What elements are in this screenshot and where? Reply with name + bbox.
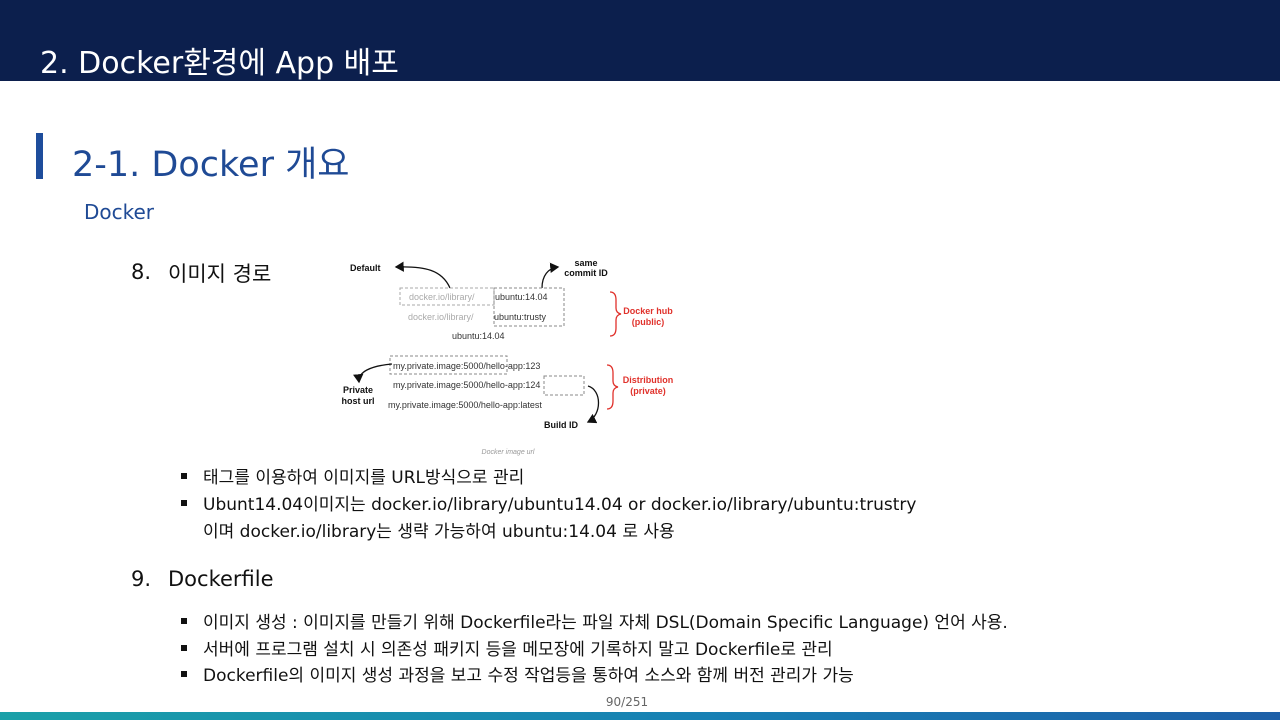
item-8-bullet-2: Ubunt14.04이미지는 docker.io/library/ubuntu1… [181, 490, 916, 515]
build-id-label: Build ID [544, 420, 578, 430]
item-9-bullet-3: Dockerfile의 이미지 생성 과정을 보고 수정 작업등을 통하여 소스… [181, 661, 854, 686]
diagram-caption: Docker image url [482, 449, 535, 456]
docker-hub-label-1: Docker hub [623, 306, 673, 316]
item-9-title: Dockerfile [168, 567, 274, 591]
bullet-icon [181, 644, 187, 651]
section-marker [36, 133, 43, 179]
line3: ubuntu:14.04 [452, 331, 505, 341]
bullet-text: 서버에 프로그램 설치 시 의존성 패키지 등을 메모장에 기록하지 말고 Do… [203, 640, 833, 660]
line1-prefix: docker.io/library/ [409, 292, 475, 302]
private-host-label-1: Private [343, 385, 373, 395]
build-id-box [543, 375, 585, 396]
line2-name: ubuntu:trusty [494, 312, 547, 322]
default-arrow [394, 261, 451, 289]
item-8-bullet-1: 태그를 이용하여 이미지를 URL방식으로 관리 [181, 463, 524, 488]
item-8-title: 이미지 경로 [168, 262, 272, 286]
page-number: 90/251 [605, 695, 649, 709]
line5: my.private.image:5000/hello-app:124 [393, 380, 540, 390]
private-host-label-2: host url [342, 396, 375, 406]
item-9-bullet-1: 이미지 생성 : 이미지를 만들기 위해 Dockerfile라는 파일 자체 … [181, 608, 1008, 633]
distribution-brace [606, 364, 619, 410]
line1-name: ubuntu:14.04 [495, 292, 548, 302]
bullet-icon [181, 670, 187, 677]
docker-hub-label-2: (public) [632, 317, 665, 327]
item-8-number: 8. [131, 260, 152, 284]
slide-title: 2. Docker환경에 App 배포 [40, 46, 399, 81]
docker-image-url-diagram: Default same commit ID docker.io/library… [342, 258, 674, 456]
same-commit-label-2: commit ID [564, 268, 608, 278]
bullet-text: Ubunt14.04이미지는 docker.io/library/ubuntu1… [203, 495, 917, 515]
same-commit-arrow [541, 262, 560, 289]
line2-prefix: docker.io/library/ [408, 312, 474, 322]
section-title: 2-1. Docker 개요 [72, 145, 350, 185]
same-commit-label-1: same [574, 258, 597, 268]
bullet-text: 이미지 생성 : 이미지를 만들기 위해 Dockerfile라는 파일 자체 … [203, 613, 1008, 633]
distribution-label-1: Distribution [623, 375, 674, 385]
bullet-text: 태그를 이용하여 이미지를 URL방식으로 관리 [203, 468, 525, 488]
bullet-icon [181, 617, 187, 624]
bullet-text: Dockerfile의 이미지 생성 과정을 보고 수정 작업등을 통하여 소스… [203, 666, 854, 686]
line6: my.private.image:5000/hello-app:latest [388, 400, 542, 410]
line4: my.private.image:5000/hello-app:123 [393, 361, 540, 371]
private-host-arrow [353, 363, 393, 384]
default-label: Default [350, 263, 381, 273]
same-commit-box [493, 287, 565, 327]
docker-hub-brace [609, 291, 622, 337]
item-9-bullet-2: 서버에 프로그램 설치 시 의존성 패키지 등을 메모장에 기록하지 말고 Do… [181, 635, 833, 660]
item-9-number: 9. [131, 567, 152, 591]
private-host-box [389, 355, 508, 375]
header-bar: 2. Docker환경에 App 배포 [0, 0, 1280, 81]
bullet-icon [181, 472, 187, 479]
item-8-bullet-2-continuation: 이며 docker.io/library는 생략 가능하여 ubuntu:14.… [203, 522, 675, 542]
distribution-label-2: (private) [630, 386, 666, 396]
bullet-icon [181, 499, 187, 506]
footer-bar [0, 712, 1280, 720]
subsection-title: Docker [84, 200, 155, 224]
build-id-arrow [586, 385, 600, 424]
